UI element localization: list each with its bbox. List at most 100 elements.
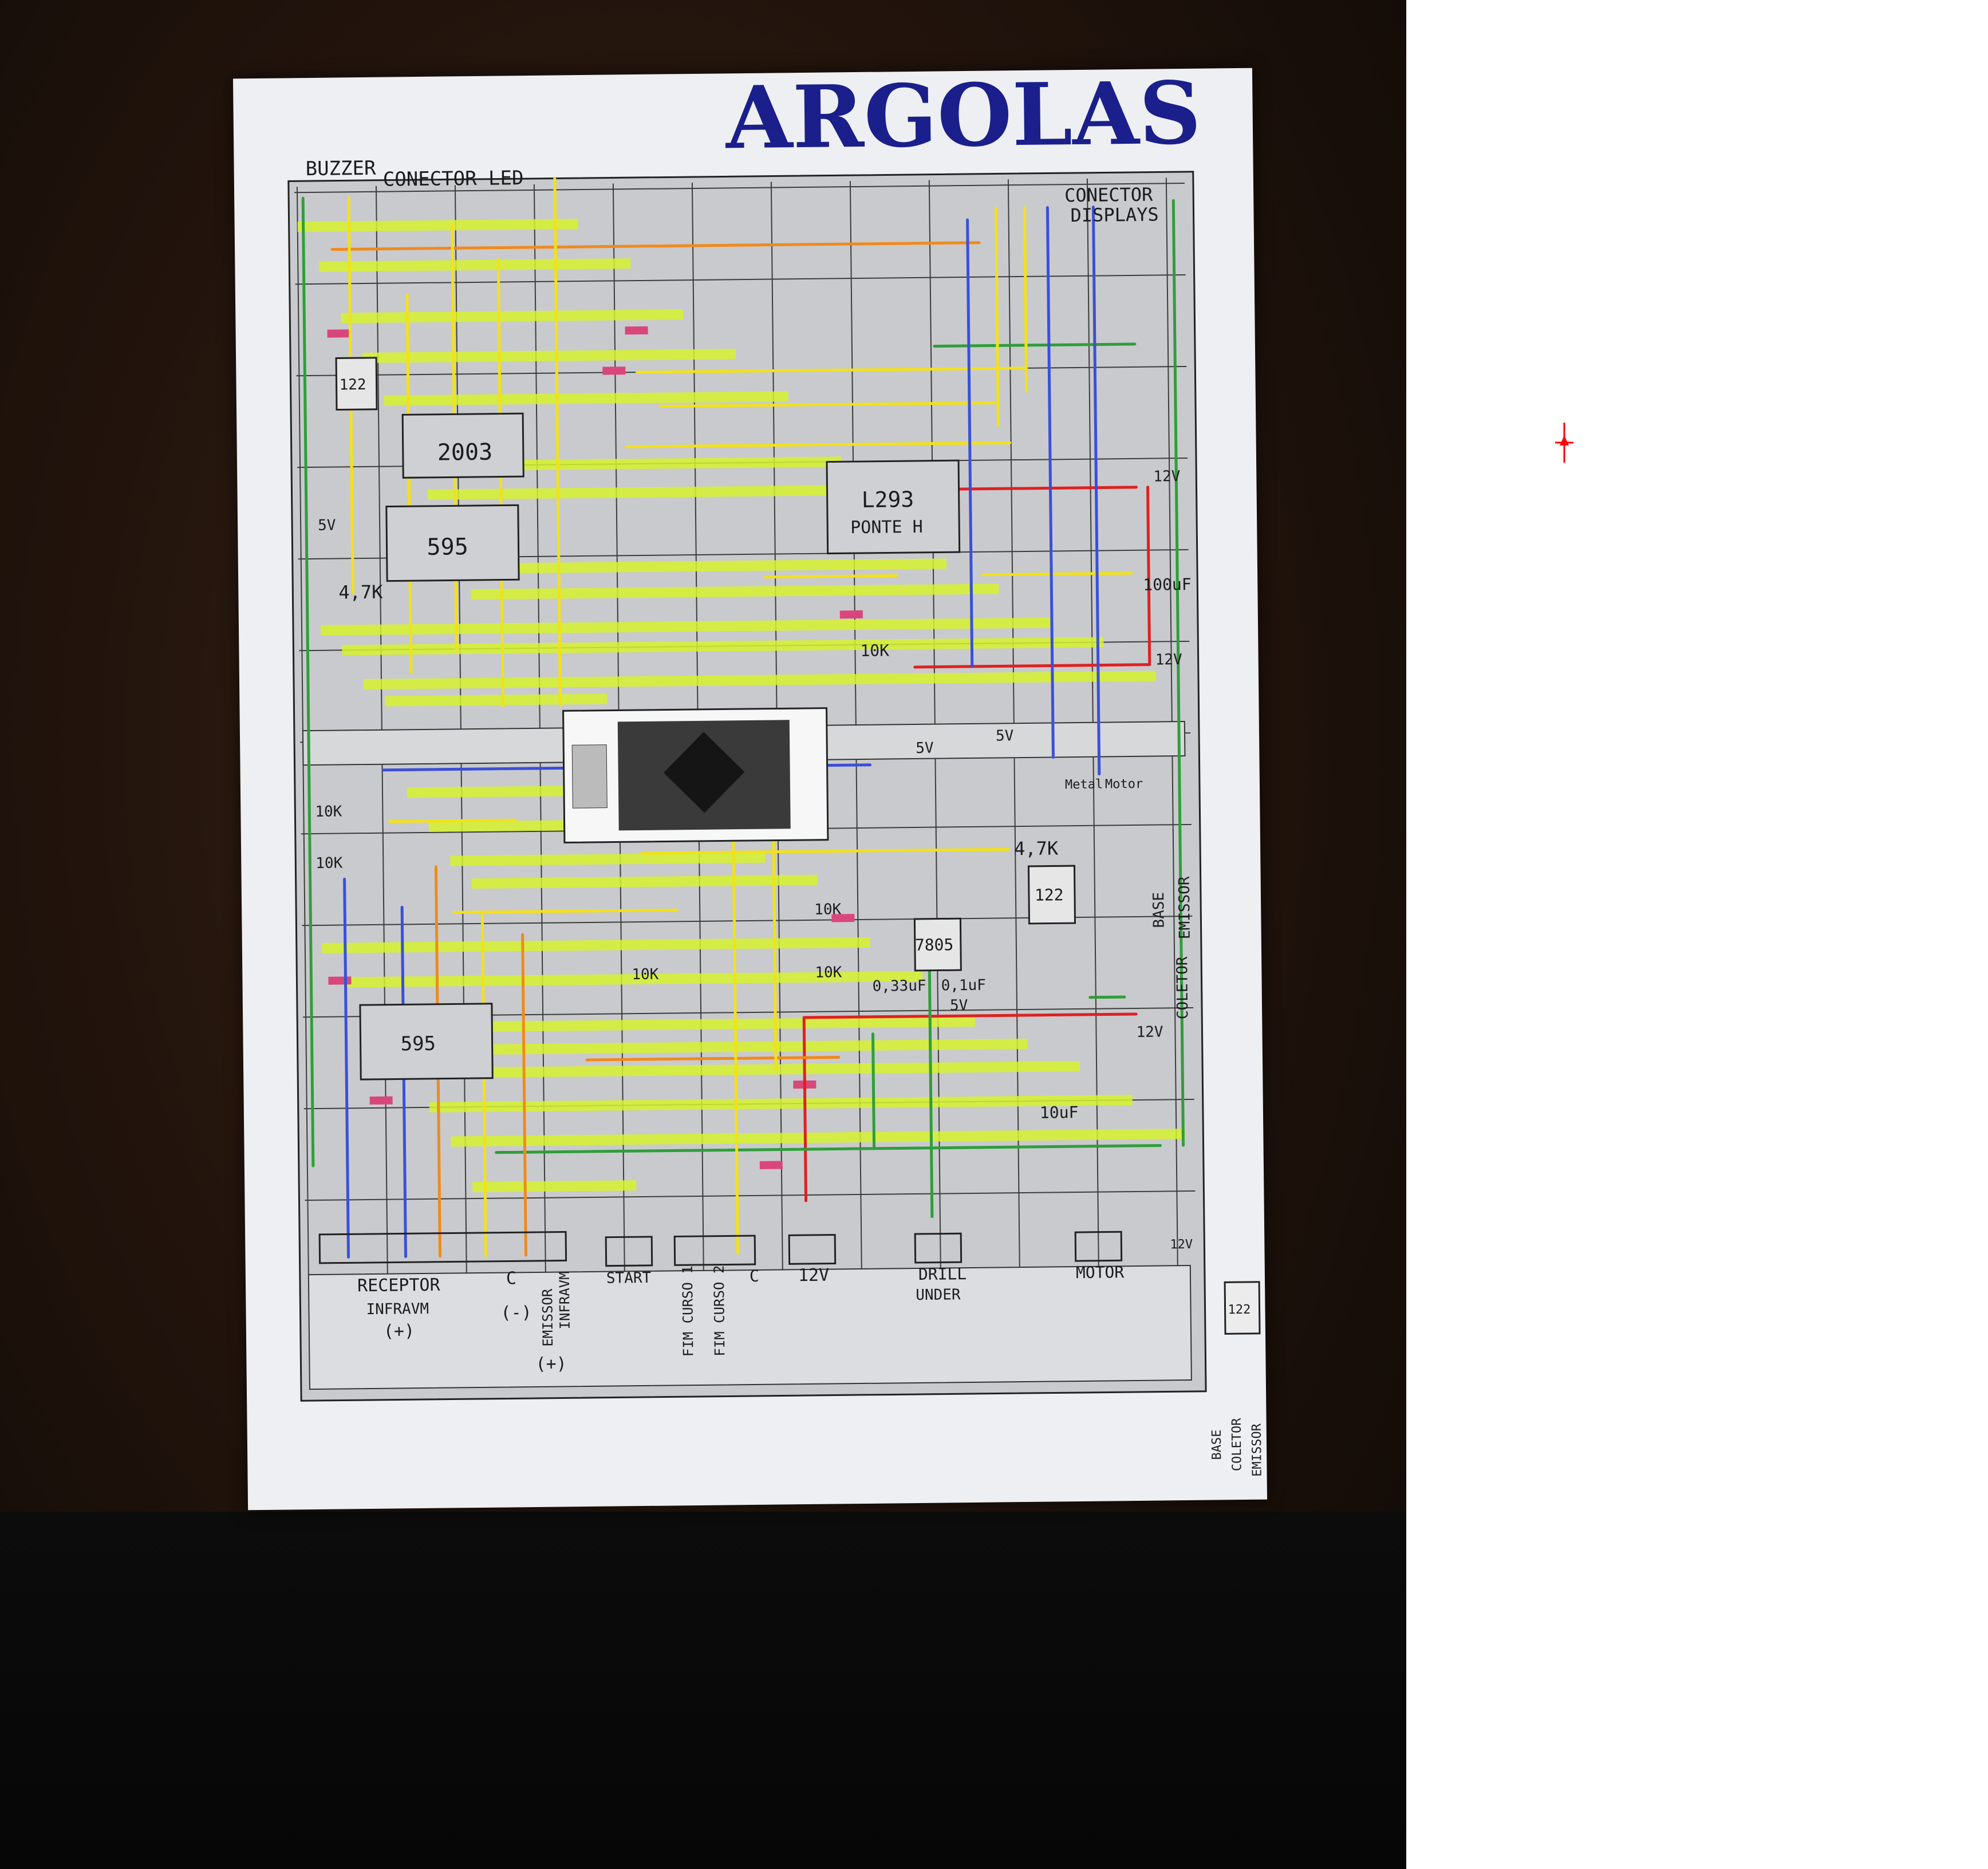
highlight-stroke	[386, 1038, 1028, 1056]
v5-c-label: 5V	[950, 997, 968, 1014]
wire	[330, 241, 981, 251]
tip-side-label: 122	[1228, 1303, 1251, 1317]
wire	[981, 571, 1133, 577]
tip-top-label: 122	[339, 376, 366, 393]
wire	[802, 1016, 808, 1202]
emissor-ir-label-1: EMISSOR	[539, 1288, 556, 1347]
wires	[301, 177, 1185, 1259]
receptor-label-1: RECEPTOR	[357, 1275, 441, 1296]
wire	[1091, 206, 1101, 776]
wire	[635, 366, 1028, 374]
pink-pad	[839, 610, 863, 619]
cap-100uf-label: 100uF	[1143, 575, 1192, 594]
cap-033-label: 0,33uF	[872, 977, 926, 995]
highlight-stroke	[427, 484, 894, 500]
wire	[480, 910, 488, 1257]
wire	[521, 933, 528, 1257]
schematic-sheet: ARGOLAS 2003 595 L293 PONTE H 595 122 12…	[232, 63, 1268, 1511]
highlight-stroke	[320, 617, 1052, 636]
res-10k-a-label: 10K	[860, 641, 889, 660]
wire	[640, 847, 1010, 855]
highlight-stroke	[321, 937, 870, 953]
tip-pin-base: BASE	[1210, 1429, 1225, 1460]
res-4k7-b-label: 4,7K	[1014, 837, 1059, 859]
wire	[966, 218, 974, 668]
ponte-h-label: PONTE H	[850, 517, 923, 538]
cap-01-label: 0,1uF	[941, 977, 986, 995]
metal-label: Metal	[1065, 778, 1103, 792]
wire	[452, 908, 679, 914]
receptor-label-2: INFRAVM	[366, 1300, 429, 1318]
v5-d-label: 5V	[318, 517, 336, 534]
highlight-stroke	[385, 693, 608, 707]
ic-2003	[401, 412, 524, 479]
wire	[405, 293, 413, 674]
connector-start	[605, 1236, 653, 1267]
highlight-stroke	[471, 874, 818, 889]
ic-l293-label: L293	[861, 487, 914, 512]
highlight-stroke	[363, 671, 1157, 690]
reg-7805-label: 7805	[915, 935, 954, 955]
wire	[871, 1032, 876, 1150]
connector-fim-curso	[673, 1235, 756, 1266]
drill-label-2: UNDER	[916, 1286, 961, 1304]
highlight-stroke	[472, 1180, 637, 1193]
ic-595-bottom-label: 595	[400, 1032, 436, 1056]
highlight-stroke	[449, 558, 946, 574]
v12-d-label: 12V	[1170, 1237, 1193, 1252]
highlight-stroke	[384, 391, 788, 406]
grid-hline	[295, 274, 1186, 285]
tip-side	[1224, 1281, 1261, 1335]
res-4k7-a-label: 4,7K	[338, 581, 383, 604]
wire	[625, 441, 1012, 448]
highlight-stroke	[429, 1095, 1133, 1113]
ic-595-bottom	[359, 1003, 494, 1081]
res-10k-f-label: 10K	[632, 966, 659, 983]
wire	[1146, 486, 1151, 667]
v12-c-label: 12V	[1136, 1023, 1163, 1040]
highlight-stroke	[297, 219, 578, 232]
wire	[913, 663, 1151, 669]
arduino-chip	[663, 732, 745, 813]
highlight-stroke	[408, 1060, 1080, 1079]
v12-a-label: 12V	[1153, 468, 1180, 485]
tip-top	[335, 357, 378, 411]
wire	[400, 905, 408, 1258]
wire	[802, 1012, 1138, 1019]
connector-12v	[788, 1233, 837, 1265]
wire	[301, 196, 315, 1168]
c1-label: C	[506, 1268, 516, 1288]
wire	[1172, 199, 1185, 1147]
ic-2003-label: 2003	[437, 439, 493, 466]
board-footer	[307, 1264, 1192, 1390]
photo-floor	[0, 1512, 1406, 1869]
wire	[388, 818, 518, 823]
plus-label: (+)	[535, 1354, 567, 1374]
wire	[994, 206, 1000, 427]
base-label: BASE	[1150, 892, 1168, 928]
wire	[928, 940, 934, 1219]
res-10k-d-label: 10K	[814, 901, 842, 918]
pink-pad	[831, 914, 855, 922]
pink-pad	[369, 1096, 393, 1105]
highlight-stroke	[341, 309, 684, 324]
highlight-stroke	[343, 971, 923, 988]
motor-bottom-label: MOTOR	[1076, 1263, 1125, 1282]
wire	[585, 1055, 841, 1062]
res-10k-e-label: 10K	[815, 964, 842, 981]
wire	[1046, 206, 1055, 759]
receptor-label-3: (+)	[384, 1321, 415, 1342]
grid-hline	[294, 182, 1185, 194]
highlight-stroke	[342, 637, 1104, 656]
highlight-stroke	[450, 852, 766, 866]
tip-mid	[1027, 865, 1076, 925]
drill-label-1: DRILL	[918, 1264, 967, 1284]
highlight-stroke	[319, 258, 631, 272]
v12-bottom-label: 12V	[798, 1265, 830, 1286]
pink-pad	[759, 1161, 783, 1169]
wire	[763, 574, 898, 579]
wire	[496, 258, 504, 708]
res-10k-b-label: 10K	[315, 803, 342, 820]
reg-7805	[913, 917, 962, 972]
pink-pads	[327, 326, 863, 1169]
